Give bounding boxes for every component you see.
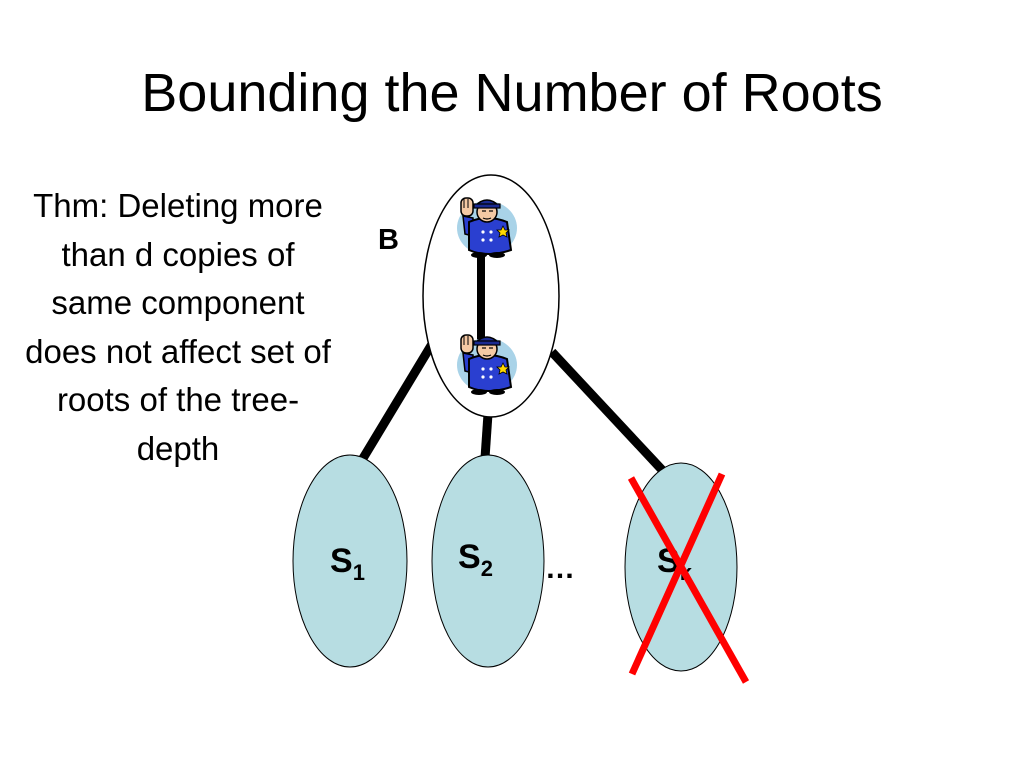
- delete-cross-icon: [627, 472, 750, 684]
- subtree-label-s2: S2: [458, 538, 493, 581]
- subtree-s1: [292, 454, 408, 668]
- subtree-s2: [431, 454, 545, 668]
- theorem-text: Thm: Deleting more than d copies of same…: [25, 187, 331, 467]
- edge-root-to-s1: [358, 341, 436, 463]
- root-label: B: [378, 224, 399, 256]
- edge-root-to-sk: [548, 348, 668, 476]
- root-component-b: [422, 174, 560, 418]
- ellipsis: …: [545, 552, 575, 585]
- slide-title: Bounding the Number of Roots: [141, 63, 883, 123]
- edge-root-to-s2: [480, 413, 493, 459]
- subtree-label-s1: S1: [330, 542, 365, 585]
